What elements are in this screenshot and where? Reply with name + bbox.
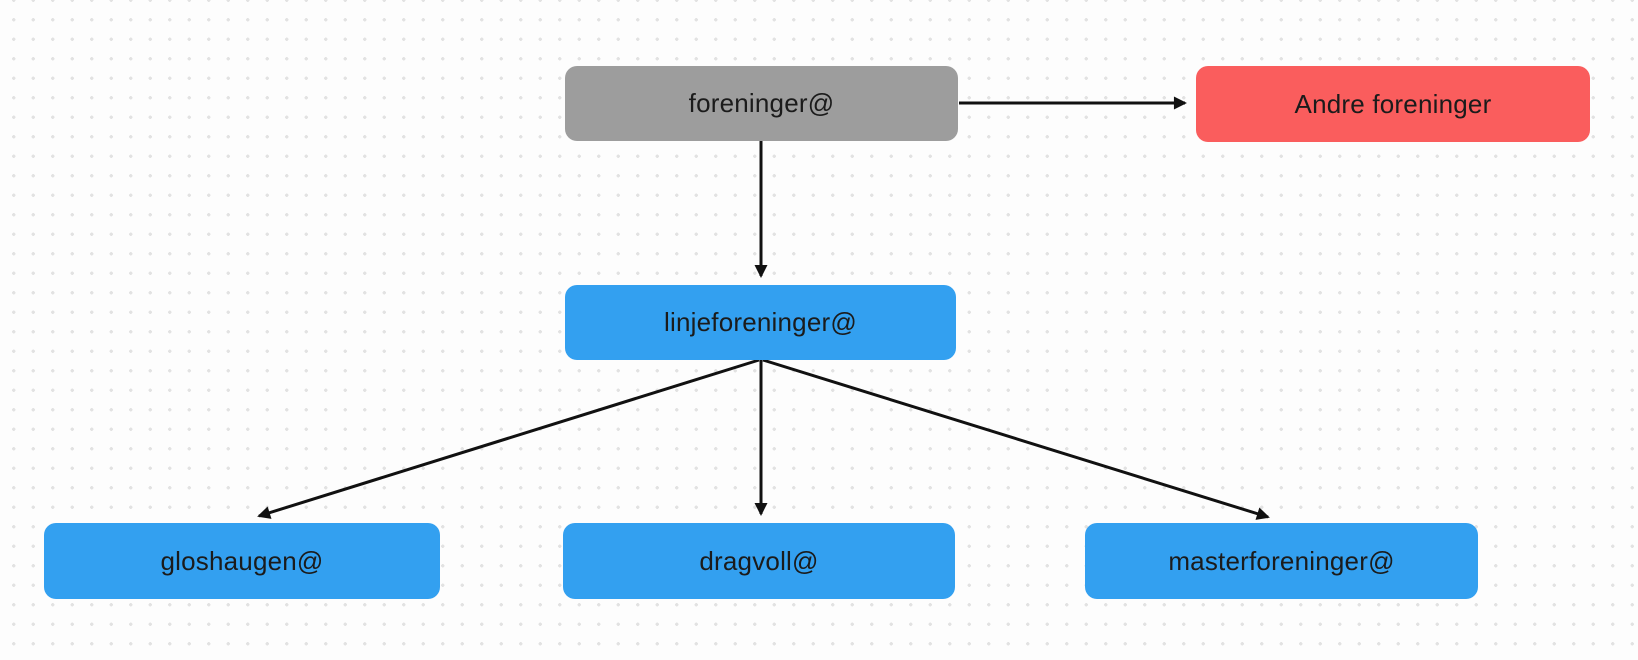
- node-foreninger-label: foreninger@: [688, 88, 835, 118]
- node-dragvoll[interactable]: dragvoll@: [563, 523, 955, 599]
- node-linjeforeninger-label: linjeforeninger@: [664, 307, 857, 337]
- node-gloshaugen[interactable]: gloshaugen@: [44, 523, 440, 599]
- node-gloshaugen-label: gloshaugen@: [160, 545, 324, 576]
- node-masterforeninger[interactable]: masterforeninger@: [1085, 523, 1478, 599]
- node-andre-foreninger[interactable]: Andre foreninger: [1196, 66, 1590, 142]
- node-andre-foreninger-label: Andre foreninger: [1294, 88, 1492, 119]
- connector-linjeforeninger-to-masterforeninger[interactable]: [762, 358, 1270, 520]
- node-dragvoll-label: dragvoll@: [699, 545, 819, 576]
- node-masterforeninger-label: masterforeninger@: [1168, 545, 1395, 576]
- node-linjeforeninger[interactable]: linjeforeninger@: [565, 285, 956, 360]
- node-foreninger[interactable]: foreninger@: [565, 66, 958, 141]
- connector-linjeforeninger-to-gloshaugen[interactable]: [257, 358, 760, 519]
